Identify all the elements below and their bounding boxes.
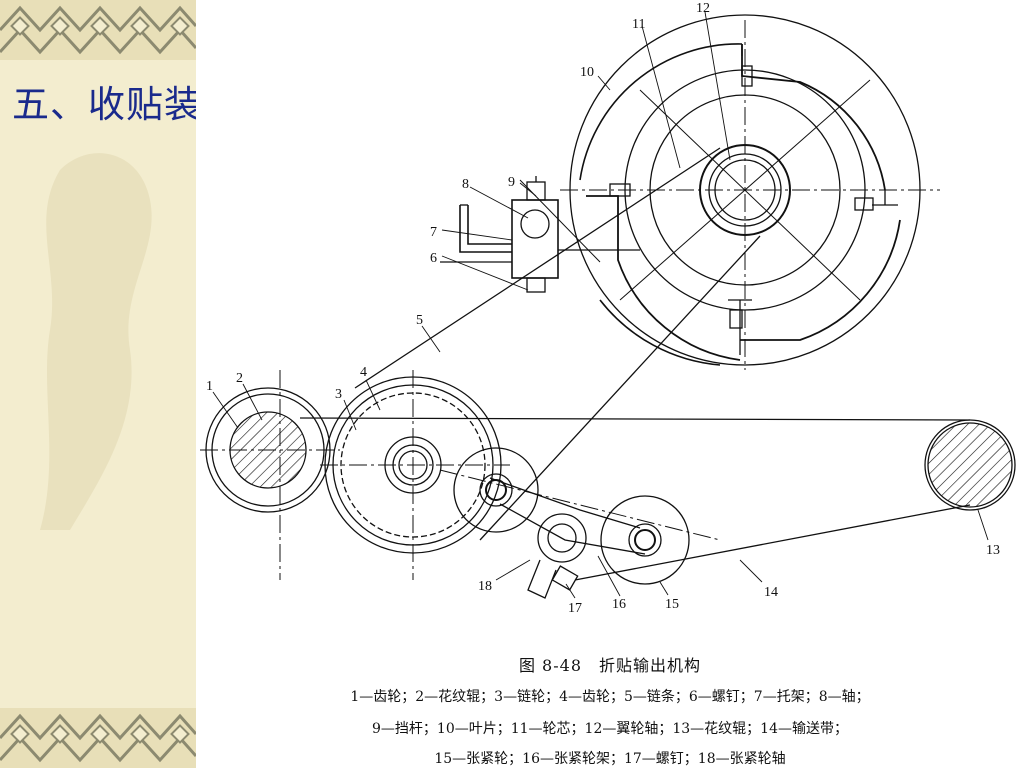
part-label-9: 9 <box>508 175 515 190</box>
ornament-pattern-bottom <box>0 708 196 768</box>
part-label-3: 3 <box>335 387 342 402</box>
part-label-16: 16 <box>612 597 626 612</box>
part-label-15: 15 <box>665 597 679 612</box>
faint-figure-watermark <box>40 153 152 530</box>
legend-line-3: 15—张紧轮；16—张紧轮架；17—螺钉；18—张紧轮轴 <box>434 751 786 767</box>
part-label-7: 7 <box>430 225 437 240</box>
wing-wheel <box>560 14 940 370</box>
mechanism-drawing: 1 2 3 4 5 6 7 8 9 10 11 12 13 14 15 16 1… <box>200 1 1016 616</box>
part-label-13: 13 <box>986 543 1000 558</box>
ornament-pattern-top <box>0 0 196 60</box>
figure-caption: 图 8-48 折贴输出机构 <box>518 656 702 675</box>
legend-line-2: 9—挡杆；10—叶片；11—轮芯；12—翼轮轴；13—花纹辊；14—输送带； <box>372 721 848 737</box>
part-label-14: 14 <box>764 585 778 600</box>
part-label-18: 18 <box>478 579 492 594</box>
sprocket-gear-assembly <box>320 370 510 580</box>
part-label-1: 1 <box>206 379 213 394</box>
part-label-8: 8 <box>462 177 469 192</box>
chain-lower <box>479 235 761 541</box>
decorative-sidebar: 五、收贴装置 <box>0 0 196 768</box>
chain-upper <box>354 147 721 389</box>
part-label-17: 17 <box>568 601 582 616</box>
part-label-10: 10 <box>580 65 594 80</box>
part-label-2: 2 <box>236 371 243 386</box>
part-label-5: 5 <box>416 313 423 328</box>
part-label-4: 4 <box>360 365 367 380</box>
gear-roller-assembly <box>200 370 340 580</box>
part-label-6: 6 <box>430 251 437 266</box>
leader-lines <box>212 11 989 599</box>
part-label-11: 11 <box>632 17 645 32</box>
bracket-assembly <box>440 176 640 293</box>
slide-title: 五、收贴装置 <box>12 83 196 126</box>
conveyor-belt <box>299 417 1016 581</box>
part-number-labels: 1 2 3 4 5 6 7 8 9 10 11 12 13 14 15 16 1… <box>206 1 1000 616</box>
tension-assembly <box>439 447 721 599</box>
legend-line-1: 1—齿轮；2—花纹辊；3—链轮；4—齿轮；5—链条；6—螺钉；7—托架；8—轴； <box>350 689 870 705</box>
mechanism-figure: 1 2 3 4 5 6 7 8 9 10 11 12 13 14 15 16 1… <box>196 0 1024 768</box>
part-label-12: 12 <box>696 1 710 16</box>
